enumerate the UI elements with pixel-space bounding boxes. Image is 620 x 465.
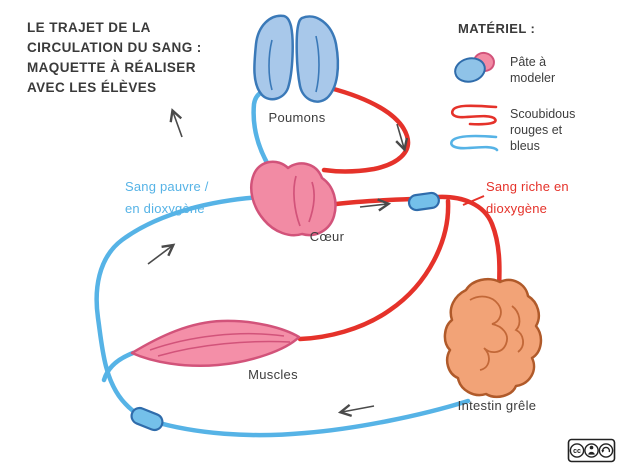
- clay-connector-capsule-bottom: [130, 406, 164, 432]
- systemic-return-blue-vessel: [94, 194, 471, 438]
- legend-item-label: Pâte à: [510, 55, 546, 69]
- by-person-icon: [584, 443, 599, 458]
- oxygenated-blood-label: dioxygène: [486, 201, 547, 216]
- deoxygenated-blood-label: en dioxygène: [125, 201, 205, 216]
- lungs-to-heart-red-vessel: [321, 85, 411, 174]
- title-line: AVEC LES ÉLÈVES: [27, 80, 157, 95]
- red-vessel-to-intestine: [435, 194, 502, 291]
- flow-arrow-heart-out: [359, 204, 387, 207]
- heart-label: Cœur: [310, 229, 345, 244]
- cc-icon: [569, 443, 585, 458]
- legend-item-label: bleus: [510, 139, 540, 153]
- oxygenated-label-leader-line: [462, 195, 485, 206]
- cc-icon-label: cc: [573, 448, 581, 455]
- oxygenated-blood-label: Sang riche en: [486, 179, 569, 194]
- intestine-shape: [443, 278, 543, 398]
- lungs-label: Poumons: [268, 110, 325, 125]
- flow-arrow-up-to-lungs: [173, 112, 183, 138]
- flow-arrow-lungs-to-heart: [397, 123, 404, 148]
- sa-arrow-icon: [598, 443, 614, 458]
- muscles-shape: [130, 319, 301, 368]
- legend-item-label: Scoubidous: [510, 107, 575, 121]
- legend-item-label: modeler: [510, 71, 555, 85]
- legend-heading: MATÉRIEL :: [458, 21, 535, 36]
- title-line: LE TRAJET DE LA: [27, 20, 151, 35]
- lungs-shape: [253, 14, 340, 103]
- title-line: CIRCULATION DU SANG :: [27, 40, 202, 55]
- clay-connector-capsule-right: [407, 191, 440, 212]
- title-line: MAQUETTE À RÉALISER: [27, 60, 196, 75]
- muscles-label: Muscles: [248, 367, 298, 382]
- muscle-drain-blue-vessel: [101, 350, 136, 383]
- scoubidou-lines-icon: [450, 104, 499, 152]
- deoxygenated-blood-label: Sang pauvre /: [125, 179, 209, 194]
- flow-arrow-left-return: [147, 246, 172, 265]
- clay-blobs-icon: [454, 51, 495, 83]
- flow-arrow-bottom-return: [342, 406, 375, 412]
- heart-out-red-vessel: [333, 196, 415, 207]
- intestine-label: Intestin grêle: [458, 398, 537, 413]
- heart-shape: [250, 160, 337, 237]
- materials-legend: MATÉRIEL : Pâte à modeler Scoubidous rou…: [450, 21, 575, 153]
- legend-item-label: rouges et: [510, 123, 563, 137]
- heart-to-lungs-blue-vessel: [251, 89, 273, 171]
- page-title: LE TRAJET DE LA CIRCULATION DU SANG : MA…: [27, 20, 202, 95]
- cc-license-badge: cc: [567, 438, 616, 463]
- red-vessel-to-muscles: [297, 198, 451, 342]
